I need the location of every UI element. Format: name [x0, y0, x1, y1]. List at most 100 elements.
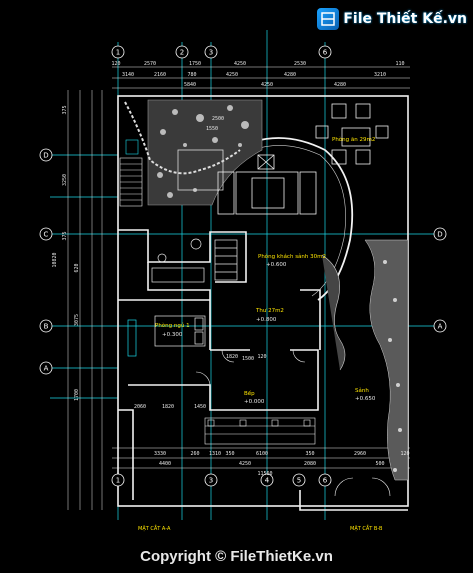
living-furniture	[217, 154, 317, 215]
dimension-value: 11560	[257, 471, 272, 477]
dimension-value: 780	[187, 72, 196, 78]
grid-bubble-label: 6	[323, 49, 328, 57]
dimension-value: 1550	[206, 126, 218, 132]
grid-bubble-label: D	[437, 231, 442, 239]
bedroom-bed	[127, 315, 206, 357]
dimension-value: 2530	[294, 61, 306, 67]
grid-bubble	[39, 148, 53, 162]
dimension-value: 1820	[162, 404, 174, 410]
grid-bubble	[111, 473, 125, 487]
dimension-value: 10820	[52, 252, 58, 267]
dimension-value: 3250	[62, 174, 68, 186]
label-dining-room: Phòng ăn 29m2	[332, 136, 375, 143]
dimension-value: 4250	[234, 61, 246, 67]
copyright-watermark: Copyright © FileThietKe.vn	[140, 548, 333, 565]
grid-bubble-label: A	[44, 365, 49, 373]
level-bedroom: +0.300	[162, 332, 183, 338]
level-study: +0.800	[256, 317, 277, 323]
dimension-value: 350	[305, 451, 314, 457]
grid-bubble-label: B	[44, 323, 49, 331]
grid-bubble	[433, 227, 447, 241]
dimension-value: 4400	[159, 461, 171, 467]
dimension-value: 120	[400, 451, 409, 457]
dimension-text: 120 2570 1750 4250 2530 110 3140 2160 780 4250 428…	[52, 61, 410, 477]
dimension-value: 120	[111, 61, 120, 67]
grid-bubble	[175, 45, 189, 59]
side-garden	[321, 239, 409, 481]
doors	[195, 349, 391, 497]
grid-bubble-label: 3	[209, 49, 213, 57]
dimension-value: 4250	[261, 82, 273, 88]
logo-text: File Thiết Kế.vn	[343, 11, 467, 27]
dimension-lines	[67, 66, 410, 510]
dimension-value: 350	[225, 451, 234, 457]
grid-bubble-label: 5	[297, 477, 301, 485]
dimension-value: 500	[375, 461, 384, 467]
dimension-value: 4250	[239, 461, 251, 467]
level-living-room: +0.600	[266, 262, 287, 268]
dimension-value: 4280	[284, 72, 296, 78]
grid-bubble-label: 3	[209, 477, 213, 485]
grid-bubble-label: 2	[180, 49, 184, 57]
section-mark-a: MẶT CẮT A-A	[138, 524, 171, 532]
grid-bubble	[204, 473, 218, 487]
dimension-value: 2080	[304, 461, 316, 467]
grid-bubble-label: C	[44, 231, 49, 239]
logo-icon	[317, 8, 340, 30]
dining-set	[315, 103, 389, 165]
dimension-value: 1820	[226, 354, 238, 360]
label-living-room: Phòng khách sảnh 30m2	[258, 253, 326, 260]
label-hall: Sảnh	[355, 387, 369, 394]
dimension-value: 3330	[154, 451, 166, 457]
dimension-value: 5840	[184, 82, 196, 88]
dimension-value: 1310	[209, 451, 221, 457]
dimension-value: 110	[395, 61, 404, 67]
dimension-value: 2960	[354, 451, 366, 457]
grid-bubble-label: 1	[116, 49, 120, 57]
grid-bubble	[433, 319, 447, 333]
grid-bubble	[204, 45, 218, 59]
level-hall: +0.650	[355, 396, 376, 402]
grid-bubble-label: 6	[323, 477, 328, 485]
dimension-value: 6100	[256, 451, 268, 457]
dimension-value: 120	[257, 354, 266, 360]
dimension-value: 1500	[242, 356, 254, 362]
watermark-logo: File Thiết Kế.vn	[317, 8, 467, 30]
entrance-steps	[204, 417, 316, 445]
grid-bubble	[292, 473, 306, 487]
grid-bubble-label: D	[43, 152, 48, 160]
grid-bubble	[318, 473, 332, 487]
grid-bubble	[39, 319, 53, 333]
dimension-value: 2160	[154, 72, 166, 78]
grid-bubble-label: 4	[265, 477, 270, 485]
kitchen-bath-fixtures	[151, 238, 238, 283]
dimension-value: 1450	[194, 404, 206, 410]
grid-bubble	[111, 45, 125, 59]
dimension-value: 620	[74, 263, 80, 272]
grid-bubble	[318, 45, 332, 59]
dimension-value: 1750	[189, 61, 201, 67]
label-study: Thư 27m2	[255, 308, 284, 314]
dimension-value: 375	[62, 105, 68, 114]
dimension-value: 2570	[144, 61, 156, 67]
dimension-value: 3140	[122, 72, 134, 78]
dimension-value: 3075	[74, 314, 80, 326]
level-kitchen: +0.000	[244, 399, 265, 405]
label-bedroom: Phòng ngủ 1	[155, 322, 190, 329]
dimension-value: 3210	[374, 72, 386, 78]
dimension-value: 375	[62, 231, 68, 240]
grid-bubble	[39, 361, 53, 375]
dimension-value: 2500	[212, 116, 224, 122]
grid-bubble	[39, 227, 53, 241]
dimension-value: 1700	[74, 389, 80, 401]
grid-bubble-label: A	[438, 323, 443, 331]
section-mark-b: MẶT CẮT B-B	[350, 524, 383, 532]
dimension-value: 2060	[134, 404, 146, 410]
label-kitchen: Bếp	[244, 390, 255, 397]
left-stair	[119, 139, 143, 207]
dimension-value: 4280	[334, 82, 346, 88]
garden-area	[124, 99, 263, 206]
dimension-value: 4250	[226, 72, 238, 78]
dimension-value: 260	[190, 451, 199, 457]
